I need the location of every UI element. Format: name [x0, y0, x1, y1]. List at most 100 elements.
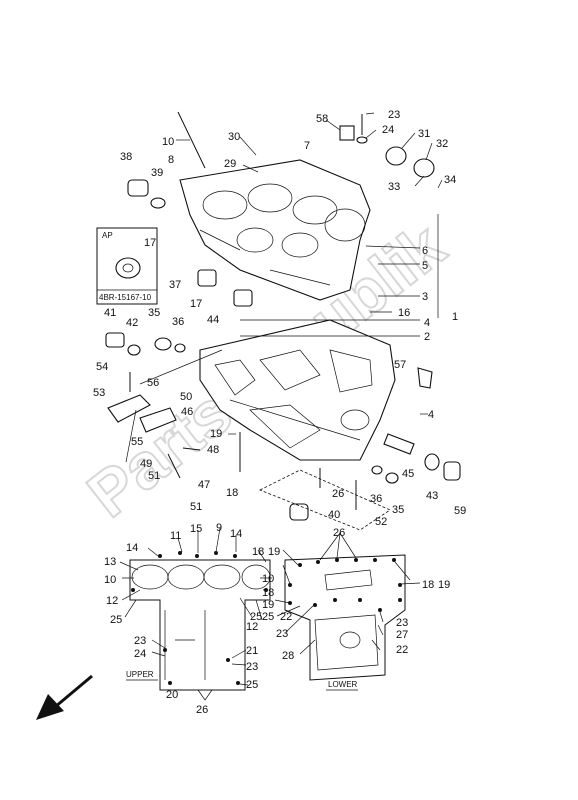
callout-49: 49	[140, 458, 152, 470]
callout-45: 45	[402, 468, 414, 480]
callout-44: 44	[207, 314, 219, 326]
callout-31: 31	[418, 128, 430, 140]
callout-4b: 4	[428, 409, 434, 421]
callout-57: 57	[394, 359, 406, 371]
inset-box: AP 17 4BR-15167-10	[96, 227, 158, 305]
callout-26: 26	[332, 488, 344, 500]
callout-18: 18	[226, 487, 238, 499]
lower-callout-25: 25	[262, 611, 274, 623]
callout-48: 48	[207, 444, 219, 456]
upper-callout-25b: 25	[250, 611, 262, 623]
callout-3: 3	[422, 291, 428, 303]
lower-callout-22: 22	[280, 611, 292, 623]
lower-callout-28: 28	[282, 650, 294, 662]
callout-32: 32	[436, 138, 448, 150]
upper-callout-13: 13	[104, 556, 116, 568]
lower-crankcase	[199, 319, 396, 461]
upper-callout-11: 11	[170, 530, 181, 542]
lower-callout-19b: 19	[438, 579, 450, 591]
callout-52: 52	[375, 516, 387, 528]
callout-39: 39	[151, 167, 163, 179]
callout-34: 34	[444, 174, 456, 186]
parts-group	[105, 111, 461, 521]
callout-51: 51	[148, 470, 160, 482]
callout-47: 47	[198, 479, 210, 491]
callout-36b: 36	[370, 493, 382, 505]
callout-7: 7	[304, 140, 310, 152]
callout-labels: 10 30 58 23 24 31 32 38 8 29 7 39 33 34 …	[93, 109, 466, 716]
upper-callout-24: 24	[134, 648, 146, 660]
upper-callout-23b: 23	[246, 661, 258, 673]
callout-33: 33	[388, 181, 400, 193]
callout-24: 24	[382, 124, 394, 136]
callout-41: 41	[104, 307, 116, 319]
upper-crankcase	[179, 159, 371, 301]
leader-lines	[125, 112, 443, 531]
callout-37: 37	[169, 279, 181, 291]
lower-callout-22b: 22	[396, 644, 408, 656]
callout-56: 56	[147, 377, 159, 389]
lower-callout-19c: 19	[262, 599, 274, 611]
upper-callout-26: 26	[196, 704, 208, 716]
upper-callout-25c: 25	[246, 679, 258, 691]
upper-callout-25: 25	[110, 614, 122, 626]
upper-callout-10b: 10	[262, 573, 274, 585]
inset-code: 4BR-15167-10	[99, 293, 152, 302]
callout-46: 46	[181, 406, 193, 418]
lower-callout-19: 19	[268, 546, 280, 558]
callout-54: 54	[96, 361, 108, 373]
callout-29: 29	[224, 158, 236, 170]
callout-30: 30	[228, 131, 240, 143]
callout-53: 53	[93, 387, 105, 399]
upper-callout-12: 12	[106, 595, 118, 607]
lower-callout-18c: 18	[262, 587, 274, 599]
callout-19: 19	[210, 428, 222, 440]
callout-42: 42	[126, 317, 138, 329]
upper-callout-10: 10	[104, 574, 116, 586]
callout-35b: 35	[392, 504, 404, 516]
lower-callout-18: 18	[252, 546, 264, 558]
upper-callout-23: 23	[134, 635, 146, 647]
inset-part: 17	[144, 237, 156, 249]
upper-case-plan	[129, 551, 271, 701]
upper-callout-14b: 14	[230, 528, 242, 540]
callout-36: 36	[172, 316, 184, 328]
callout-6: 6	[422, 245, 428, 257]
lower-caption: LOWER	[328, 680, 358, 689]
lower-callout-18b: 18	[422, 579, 434, 591]
callout-10: 10	[162, 136, 174, 148]
callout-43: 43	[426, 490, 438, 502]
upper-callout-14: 14	[126, 542, 138, 554]
callout-4: 4	[424, 317, 430, 329]
callout-59: 59	[454, 505, 466, 517]
front-direction-arrow	[36, 674, 93, 720]
plan-leader-lines	[119, 527, 421, 686]
lower-callout-26: 26	[333, 527, 345, 539]
upper-caption: UPPER	[126, 670, 154, 679]
lower-callout-23b: 23	[396, 617, 408, 629]
callout-40: 40	[328, 509, 340, 521]
callout-35: 35	[148, 307, 160, 319]
callout-55: 55	[131, 436, 143, 448]
callout-8: 8	[168, 154, 174, 166]
inset-tag: AP	[102, 231, 113, 240]
upper-callout-12b: 12	[246, 621, 258, 633]
callout-17: 17	[190, 298, 202, 310]
callout-58: 58	[316, 113, 328, 125]
callout-1: 1	[452, 311, 458, 323]
upper-callout-15: 15	[190, 523, 202, 535]
upper-callout-21: 21	[246, 645, 258, 657]
lower-callout-23: 23	[276, 628, 288, 640]
upper-callout-9: 9	[216, 522, 222, 534]
upper-callout-20: 20	[166, 689, 178, 701]
callout-50: 50	[180, 391, 192, 403]
callout-2: 2	[424, 331, 430, 343]
lower-callout-27: 27	[396, 629, 408, 641]
callout-51b: 51	[190, 501, 202, 513]
lower-case-plan	[284, 554, 406, 681]
callout-16: 16	[398, 307, 410, 319]
callout-23: 23	[388, 109, 400, 121]
callout-38: 38	[120, 151, 132, 163]
callout-5: 5	[422, 260, 428, 272]
